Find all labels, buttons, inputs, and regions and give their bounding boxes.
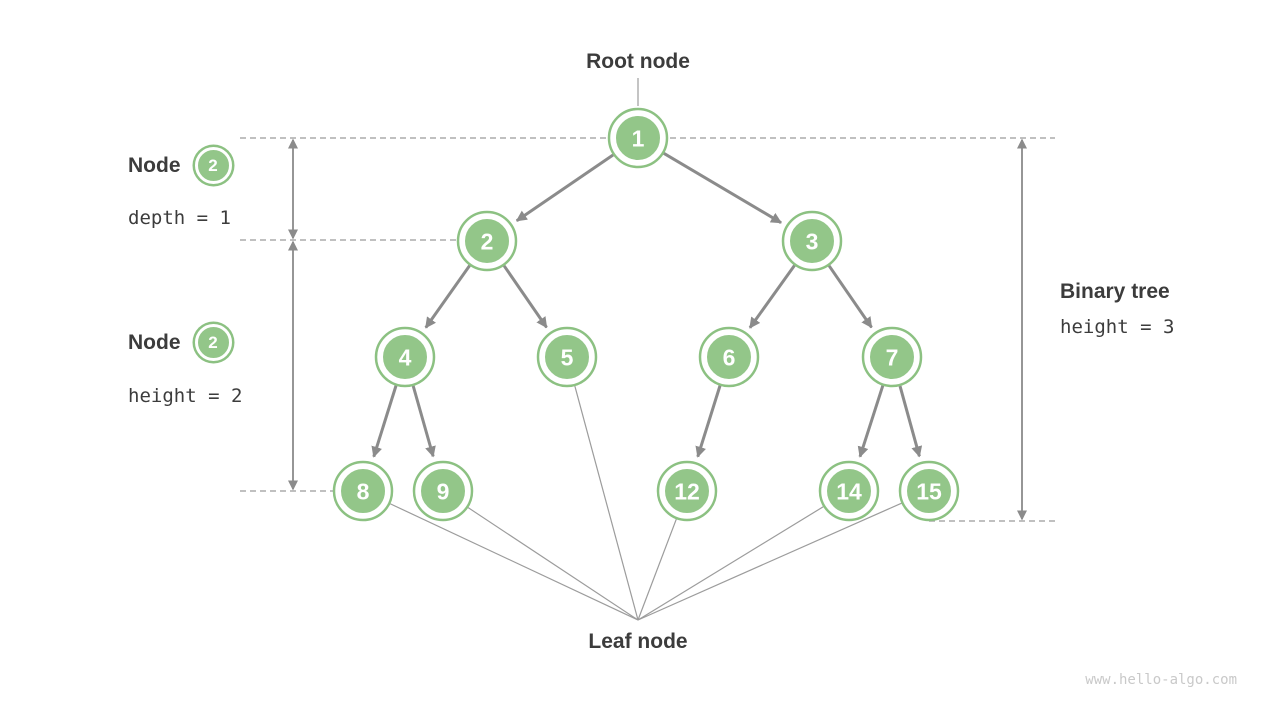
- node-value-7: 7: [886, 344, 899, 370]
- node-disk-8: [338, 466, 388, 516]
- node-value-14: 14: [836, 478, 862, 504]
- node-disk-15: [904, 466, 954, 516]
- depth-annotation: depth = 1: [128, 207, 231, 229]
- node-value-8: 8: [357, 478, 370, 504]
- node-disk-6: [704, 332, 754, 382]
- node-value-15: 15: [916, 478, 942, 504]
- edge-2-4: [424, 264, 471, 329]
- node-value-4: 4: [399, 344, 412, 370]
- watermark: www.hello-algo.com: [1085, 672, 1237, 688]
- leaf-pointer-line-14: [637, 506, 824, 621]
- edge-7-14: [857, 385, 885, 458]
- node-disk-1: [613, 113, 663, 163]
- tree-height-annotation: height = 3: [1060, 316, 1175, 338]
- edge-4-8: [371, 385, 398, 458]
- tree-node-6: 6: [698, 326, 760, 388]
- node-disk-3: [787, 216, 837, 266]
- node-value-3: 3: [806, 228, 819, 254]
- legend-node-depth-word: Node: [128, 153, 181, 177]
- tree-node-3: 3: [781, 210, 843, 272]
- tree-node-15: 15: [898, 460, 960, 522]
- edge-7-15: [898, 385, 923, 458]
- dashed-guides: [240, 137, 1055, 522]
- legend-node-depth: Node 2: [128, 147, 232, 184]
- node-value-12: 12: [674, 478, 700, 504]
- edge-6-12: [695, 385, 722, 458]
- leaf-pointer-line-9: [467, 507, 639, 621]
- node-disk-14: [824, 466, 874, 516]
- node-height-annotation: height = 2: [128, 385, 243, 407]
- legend-node-depth-circle: 2: [194, 147, 232, 184]
- leaf-node-label: Leaf node: [588, 630, 688, 653]
- legend-node-height: Node 2: [128, 324, 232, 361]
- node-value-1: 1: [632, 125, 645, 151]
- tree-node-7: 7: [861, 326, 923, 388]
- leaf-pointer-line-12: [637, 518, 677, 621]
- edge-2-5: [502, 264, 548, 329]
- leaf-pointer-line-8: [389, 503, 639, 621]
- node-disk-9: [418, 466, 468, 516]
- legend-node-height-word: Node: [128, 330, 181, 354]
- edge-3-6: [748, 264, 796, 329]
- node-disk-4: [380, 332, 430, 382]
- tree-node-4: 4: [374, 326, 436, 388]
- legend-node-height-circle: 2: [194, 324, 232, 361]
- node-value-9: 9: [437, 478, 450, 504]
- node-disk-7: [867, 332, 917, 382]
- edge-1-3: [663, 151, 782, 224]
- tree-node-12: 12: [656, 460, 718, 522]
- node-value-2: 2: [481, 228, 494, 254]
- tree-edges: [371, 151, 923, 458]
- node-value-6: 6: [723, 344, 736, 370]
- edge-3-7: [827, 264, 873, 329]
- tree-node-9: 9: [412, 460, 474, 522]
- leaf-pointer-lines: [389, 385, 902, 621]
- leaf-pointer-line-15: [637, 502, 902, 621]
- tree-node-2: 2: [456, 210, 518, 272]
- binary-tree-label: Binary tree: [1060, 280, 1170, 303]
- leaf-pointer-line-5: [574, 385, 639, 621]
- tree-node-8: 8: [332, 460, 394, 522]
- node-disk-2: [462, 216, 512, 266]
- node-value-5: 5: [561, 344, 574, 370]
- node-disk-12: [662, 466, 712, 516]
- tree-node-14: 14: [818, 460, 880, 522]
- edge-4-9: [411, 385, 436, 458]
- tree-node-1: 1: [607, 107, 669, 169]
- edge-1-2: [515, 153, 615, 222]
- root-node-label: Root node: [586, 50, 690, 73]
- node-disk-5: [542, 332, 592, 382]
- measure-arrows: [288, 138, 1027, 521]
- tree-node-5: 5: [536, 326, 598, 388]
